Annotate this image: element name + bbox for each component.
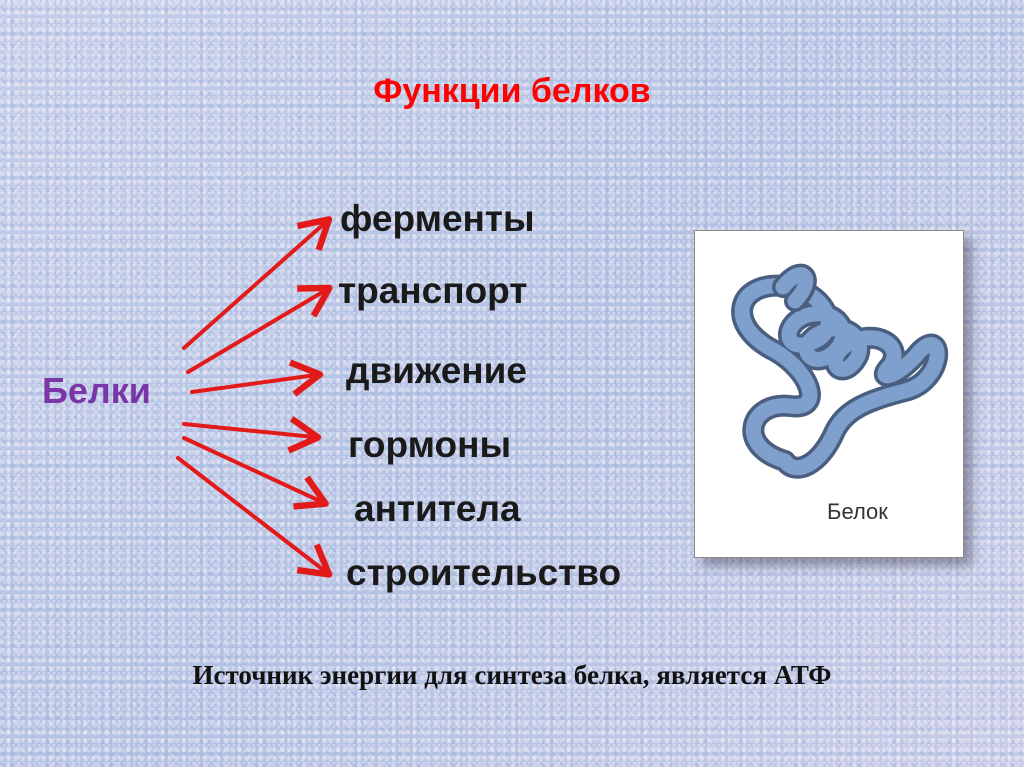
function-movement: движение xyxy=(346,350,527,391)
figure-label: Белок xyxy=(827,499,888,524)
arrow-construction xyxy=(176,456,333,578)
function-hormones: гормоны xyxy=(348,424,512,465)
arrow-movement xyxy=(190,359,324,397)
function-enzymes: ферменты xyxy=(340,198,535,239)
protein-coil-icon xyxy=(731,263,949,479)
arrow-enzymes xyxy=(182,216,333,350)
subject-label: Белки xyxy=(42,370,151,411)
slide-title: Функции белков xyxy=(373,72,651,110)
arrow-hormones xyxy=(182,416,322,454)
arrow-antibodies xyxy=(182,436,329,510)
footer-note: Источник энергии для синтеза белка, явля… xyxy=(192,660,832,690)
function-construction: строительство xyxy=(346,552,622,593)
arrow-transport xyxy=(186,284,333,374)
protein-figure: Белок xyxy=(694,230,964,558)
function-transport: транспорт xyxy=(338,270,528,311)
function-antibodies: антитела xyxy=(354,488,521,529)
